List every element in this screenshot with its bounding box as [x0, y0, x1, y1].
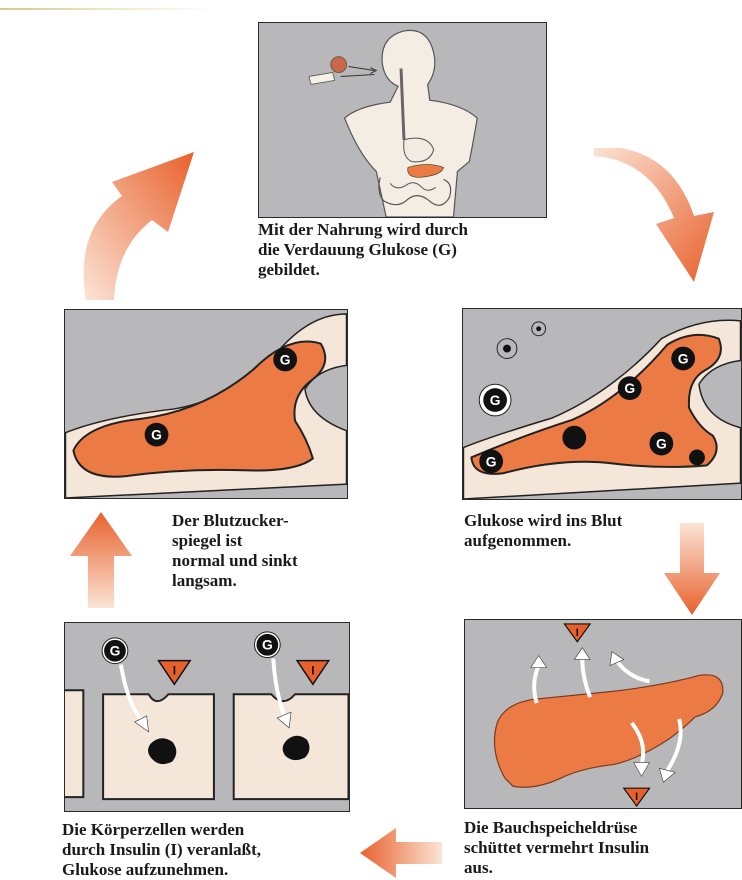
svg-text:I: I: [311, 663, 314, 677]
pancreas-organ: [494, 675, 722, 787]
decorative-top-line: [0, 8, 220, 10]
bread-icon: [309, 72, 335, 84]
panel-body-cells: G G I I: [64, 622, 350, 812]
arrow-curved-up: [72, 150, 196, 300]
body-cells-illustration: G G I I: [65, 623, 349, 811]
insulin-marker-cell-2: I: [297, 661, 329, 685]
glucose-in-blood-1: G: [671, 347, 695, 371]
insulin-marker-cell-1: I: [159, 661, 191, 685]
caption-step5: Der Blutzucker- spiegel ist normal und s…: [172, 511, 372, 591]
svg-text:I: I: [173, 663, 176, 677]
body-silhouette: [345, 30, 478, 217]
svg-text:G: G: [110, 643, 121, 659]
panel-pancreas: I I: [464, 619, 742, 809]
insulin-marker-top: I: [564, 624, 590, 642]
pancreas-illustration: I I: [465, 620, 741, 808]
blood-sugar-illustration: G G: [65, 310, 347, 498]
panel-digestion: [258, 22, 547, 218]
food-arrow: [349, 67, 375, 71]
caption-step3: Die Bauchspeicheldrüse schüttet vermehrt…: [464, 818, 734, 878]
glucose-outside-small: [497, 322, 545, 359]
arrow-left-bottom: [360, 828, 442, 878]
svg-text:G: G: [678, 350, 689, 366]
glucose-normal-2: G: [145, 423, 169, 447]
svg-text:I: I: [635, 791, 638, 803]
insulin-marker-bottom: I: [624, 788, 650, 806]
cell-left-edge: [65, 690, 83, 797]
glucose-in-blood-2: G: [618, 376, 642, 400]
svg-text:G: G: [280, 351, 291, 367]
svg-text:I: I: [576, 627, 579, 639]
blood-absorption-illustration: G G G G G: [463, 309, 741, 499]
glucose-marker-cell-2: G: [254, 632, 280, 658]
svg-text:G: G: [262, 637, 273, 653]
panel-blood-absorption: G G G G G: [462, 308, 742, 500]
arrow-down-right: [664, 523, 720, 615]
dark-particle: [562, 426, 586, 450]
glucose-in-blood-3: G: [650, 432, 674, 456]
svg-text:G: G: [624, 380, 635, 396]
svg-text:G: G: [151, 427, 162, 443]
dark-particle-small: [689, 450, 705, 466]
apple-icon: [331, 57, 347, 73]
glucose-outside-large: G: [479, 384, 511, 416]
glucose-in-blood-4: G: [479, 450, 503, 474]
glucose-normal-1: G: [273, 348, 297, 372]
caption-step1: Mit der Nahrung wird durch die Verdauung…: [258, 220, 558, 280]
arrow-up-left: [70, 512, 132, 608]
svg-text:G: G: [486, 453, 497, 469]
svg-text:G: G: [490, 392, 501, 408]
arrow-curved-right: [590, 148, 720, 288]
svg-text:G: G: [656, 436, 667, 452]
glucose-marker-cell-1: G: [102, 638, 128, 664]
panel-blood-sugar-normal: G G: [64, 309, 348, 499]
caption-step4: Die Körperzellen werden durch Insulin (I…: [62, 820, 362, 880]
digestion-illustration: [259, 23, 546, 217]
